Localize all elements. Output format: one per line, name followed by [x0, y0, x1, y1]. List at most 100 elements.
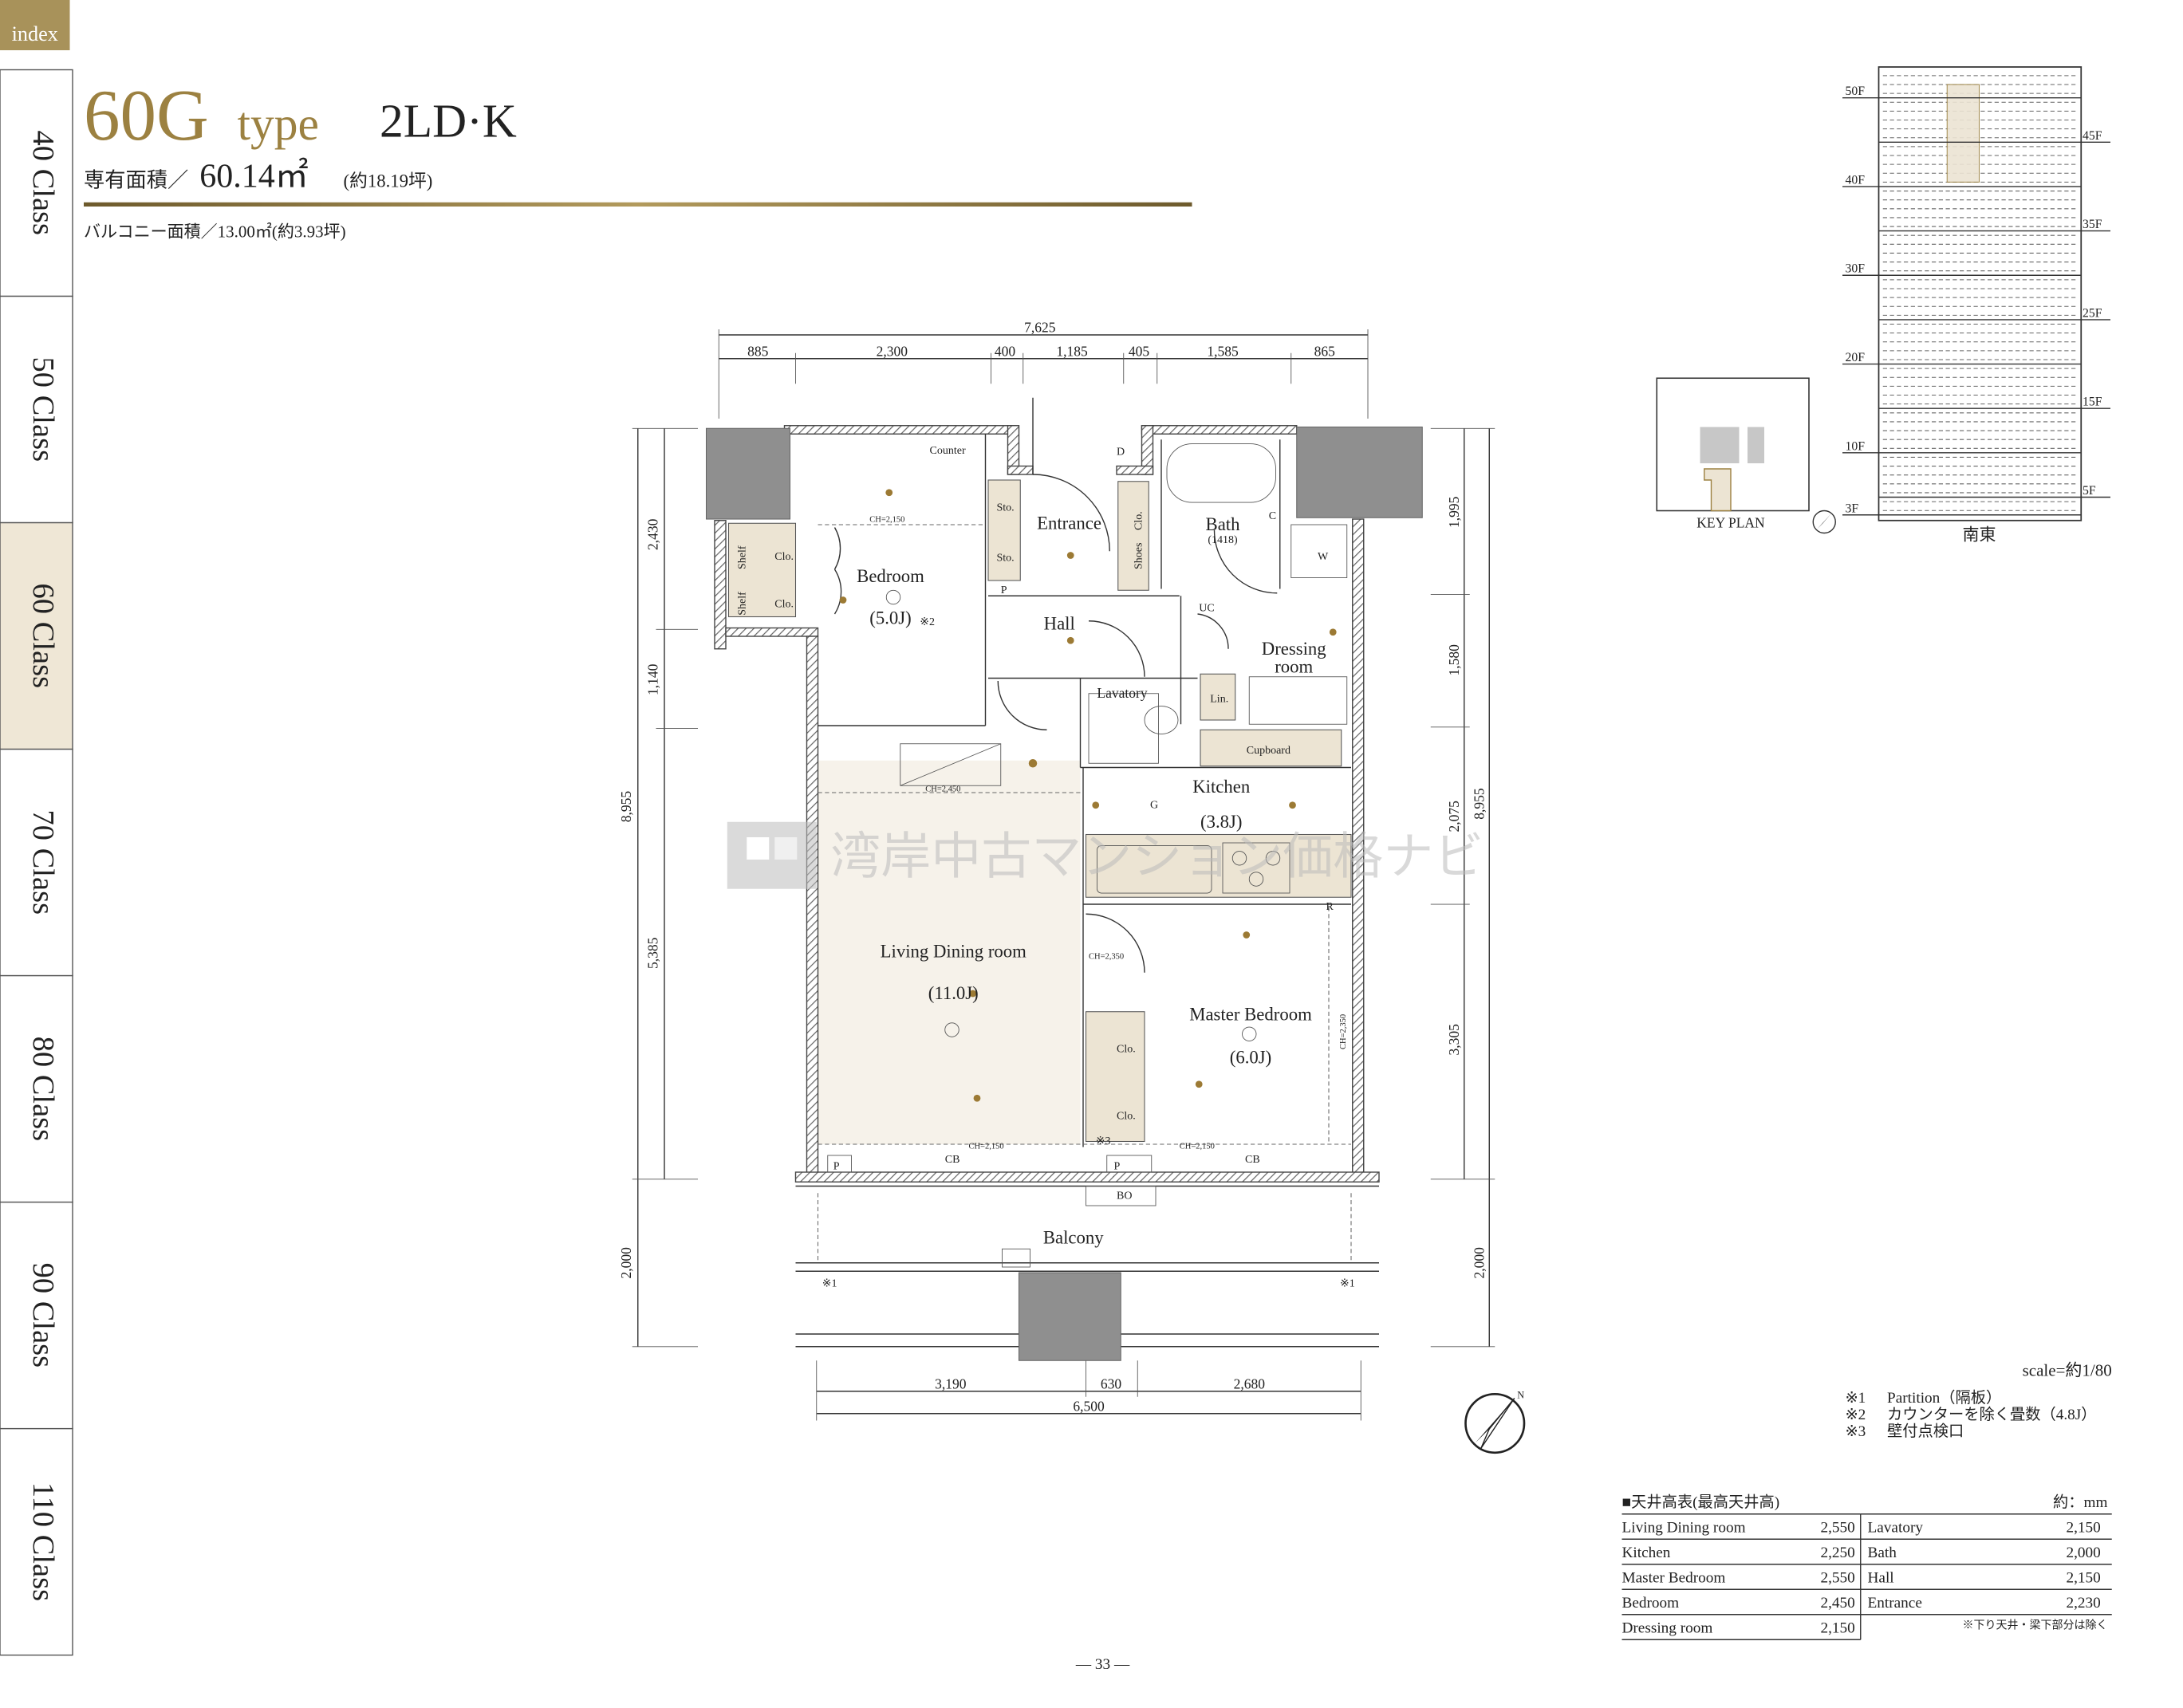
kitchen-counter [1085, 833, 1352, 898]
dim-top-segment: 885 [747, 343, 769, 359]
dim-top-segment: 405 [1129, 343, 1150, 359]
label-pipe: P [1001, 584, 1007, 596]
master-closet [1085, 1011, 1145, 1143]
sidebar-tab-label: 70 Class [26, 810, 60, 915]
dimensions-bottom: 3,190 630 2,680 6,500 [816, 1360, 1361, 1421]
room-kitchen: Kitchen [1192, 777, 1251, 797]
label-shelf: Shelf [737, 545, 749, 569]
dim-bottom-segment: 3,190 [935, 1375, 967, 1391]
counter-table [900, 743, 1002, 786]
dim-right-segment: 1,995 [1446, 496, 1462, 528]
sidebar-tab-110-class[interactable]: 110 Class [0, 1427, 73, 1656]
table-title: ■天井高表(最高天井高) [1622, 1494, 1780, 1511]
table-room: Bath [1868, 1545, 1897, 1561]
key-plan-label: KEY PLAN [1696, 515, 1765, 531]
sidebar-tab-label: 90 Class [26, 1263, 60, 1368]
page-number: — 33 — [1075, 1656, 1130, 1673]
sidebar-tab-label: 50 Class [26, 356, 60, 462]
column-left [705, 427, 791, 520]
label-refrigerator: R [1326, 901, 1334, 913]
table-value: 2,150 [1820, 1620, 1854, 1637]
room-dressing-1: Dressing [1262, 639, 1326, 659]
label-storage: Sto. [997, 502, 1015, 514]
table-value: 2,000 [2066, 1545, 2100, 1561]
sidebar-tab-label: 80 Class [26, 1037, 60, 1142]
label-pipe: P [1114, 1161, 1121, 1173]
svg-text:N: N [1517, 1390, 1524, 1401]
note-mark: ※3 [1846, 1423, 1866, 1440]
floor-label: 15F [2083, 396, 2102, 409]
watermark-logo-icon [727, 821, 817, 889]
dim-left-segment: 1,140 [644, 663, 660, 695]
storage [987, 479, 1021, 581]
room-labels: Bedroom (5.0J) ※2 Entrance Bath (1418) H… [857, 513, 1326, 1247]
label-note3: ※3 [1096, 1135, 1111, 1147]
ceiling-lines [818, 524, 1351, 1145]
table-room: Kitchen [1622, 1545, 1671, 1561]
sidebar-tab-50-class[interactable]: 50 Class [0, 295, 73, 524]
bedroom-closet [727, 522, 797, 618]
table-room: Living Dining room [1622, 1520, 1746, 1537]
label-linen: Lin. [1210, 693, 1228, 705]
layout-label: 2LD·K [380, 95, 517, 148]
dimensions-top: 7,625 885 2,300 400 1,185 405 1,585 865 [718, 320, 1369, 419]
table-value: 2,550 [1820, 1570, 1854, 1587]
table-room: Lavatory [1868, 1520, 1924, 1537]
sink [1097, 845, 1212, 894]
room-bath-size: (1418) [1208, 534, 1238, 546]
label-g: G [1150, 799, 1158, 811]
table-room: Hall [1868, 1570, 1894, 1587]
balcony [795, 1155, 1379, 1361]
label-closet: Clo. [774, 551, 794, 563]
label-washer: W [1318, 551, 1329, 563]
dim-right-segment: 2,075 [1446, 801, 1462, 832]
header: 60G type 2LD·K 専有面積／ 60.14㎡ (約18.19坪) バル… [84, 75, 1192, 242]
sidebar-tab-90-class[interactable]: 90 Class [0, 1201, 73, 1430]
table-room: Dressing room [1622, 1620, 1713, 1637]
sidebar-tab-label: 40 Class [26, 130, 60, 235]
sidebar-tab-80-class[interactable]: 80 Class [0, 974, 73, 1203]
entrance-door-swing [1032, 474, 1110, 552]
header-divider [84, 202, 1192, 207]
note-text: Partition（隔板） [1887, 1389, 2001, 1407]
dimensions-right: 1,995 1,580 2,075 3,305 8,955 2,000 [1430, 427, 1495, 1348]
washer-pan [1290, 524, 1348, 578]
walls [705, 425, 1423, 1183]
room-living: Living Dining room [881, 942, 1027, 962]
floor-label: 35F [2083, 218, 2102, 231]
ceiling-bedroom: CH=2,150 [869, 516, 904, 525]
notes: scale=約1/80 ※1 Partition（隔板） ※2 カウンターを除く… [1846, 1361, 2112, 1440]
sidebar-tab-60-class[interactable]: 60 Class [0, 521, 73, 750]
dim-left-segment: 2,430 [644, 518, 660, 550]
stove [1222, 842, 1290, 894]
dim-right-total: 8,955 [1471, 788, 1487, 820]
table-room: Master Bedroom [1622, 1570, 1726, 1587]
column-right [1296, 426, 1423, 518]
sidebar-tab-40-class[interactable]: 40 Class [0, 69, 73, 297]
label-pipe: P [833, 1161, 840, 1173]
floor-plan: 7,625 885 2,300 400 1,185 405 1,585 865 … [618, 320, 1526, 1454]
ceiling-master-right: CH=2,350 [1339, 1014, 1348, 1049]
compass-icon [1812, 510, 1836, 534]
floor-label: 5F [2083, 484, 2096, 498]
linen-closet [1200, 673, 1236, 721]
sidebar-tab-70-class[interactable]: 70 Class [0, 748, 73, 977]
area-tsubo: (約18.19坪) [344, 171, 433, 191]
type-word: type [238, 97, 319, 150]
cupboard [1200, 729, 1342, 767]
table-value: 2,450 [1820, 1595, 1854, 1612]
room-bath: Bath [1206, 514, 1241, 534]
floor-label: 30F [1846, 262, 1866, 276]
dim-top-segment: 865 [1314, 343, 1336, 359]
label-closet: Clo. [1117, 1111, 1136, 1123]
key-plan: KEY PLAN [1656, 377, 1836, 534]
watermark: 湾岸中古マンション価格ナビ [727, 821, 1484, 889]
index-tab[interactable] [0, 0, 70, 50]
floor-label: 3F [1846, 502, 1859, 515]
room-bedroom-size: (5.0J) [869, 608, 911, 628]
note-mark: ※1 [1846, 1390, 1866, 1407]
vanity-dressing [1248, 676, 1348, 725]
lavatory-fixtures [1088, 693, 1159, 764]
